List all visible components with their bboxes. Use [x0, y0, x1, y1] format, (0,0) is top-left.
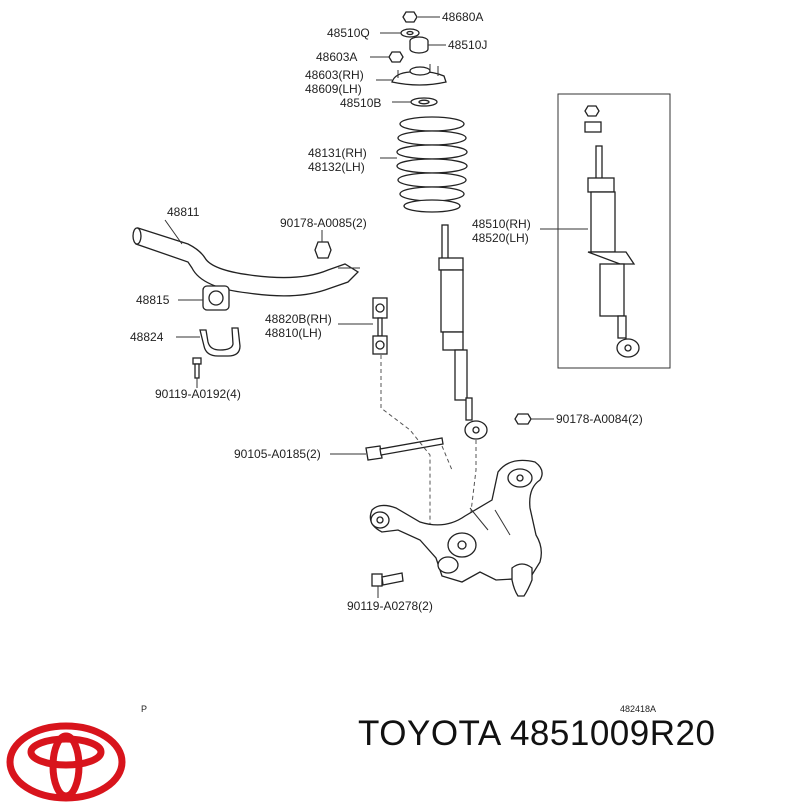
bushing-48815 — [178, 285, 230, 311]
shock-assembly-box — [540, 93, 671, 369]
mount-48603 — [376, 64, 447, 86]
label-48811: 48811 — [167, 205, 200, 219]
label-48131rh: 48131(RH) — [308, 146, 367, 160]
brand-part-number: TOYOTA 4851009R20 — [358, 714, 716, 753]
label-48510q: 48510Q — [327, 26, 370, 40]
insulator-48510b — [392, 97, 438, 107]
coil-spring-48131 — [380, 116, 468, 213]
label-48603a: 48603A — [316, 50, 357, 64]
label-48520lh: 48520(LH) — [472, 231, 529, 245]
label-90105-a0185: 90105-A0185(2) — [234, 447, 321, 461]
stabilizer-link-48820b — [338, 297, 388, 355]
label-90178-a0084: 90178-A0084(2) — [556, 412, 643, 426]
label-90119-a0278: 90119-A0278(2) — [347, 599, 433, 613]
drawing-code: 482418A — [620, 704, 656, 714]
bushing-48510j — [409, 36, 446, 54]
toyota-logo-icon — [6, 722, 126, 802]
bracket-48824 — [176, 327, 241, 357]
washer-48510q — [380, 28, 420, 38]
shock-absorber-48510 — [438, 224, 488, 440]
page-marker: P — [141, 704, 147, 714]
nut-48603a — [370, 51, 404, 63]
label-90178-a0085: 90178-A0085(2) — [280, 216, 367, 230]
nut-48680a — [402, 11, 440, 23]
label-48603rh: 48603(RH) — [305, 68, 364, 82]
label-48815: 48815 — [136, 293, 170, 307]
bolt-90105-a0185 — [330, 437, 444, 461]
label-48132lh: 48132(LH) — [308, 160, 365, 174]
label-48810lh: 48810(LH) — [265, 326, 322, 340]
nut-90178-a0084 — [514, 413, 554, 425]
label-90119-a0192: 90119-A0192(4) — [155, 387, 241, 401]
bolt-90119-a0192 — [192, 357, 202, 388]
nut-90178-a0085 — [314, 230, 332, 259]
label-48510rh: 48510(RH) — [472, 217, 531, 231]
label-48510b: 48510B — [340, 96, 381, 110]
label-48820brh: 48820B(RH) — [265, 312, 332, 326]
label-48609lh: 48609(LH) — [305, 82, 362, 96]
lower-control-arm — [369, 459, 543, 597]
bolt-90119-a0278 — [371, 572, 404, 598]
label-48824: 48824 — [130, 330, 164, 344]
label-48680a: 48680A — [442, 10, 483, 24]
label-48510j: 48510J — [448, 38, 487, 52]
